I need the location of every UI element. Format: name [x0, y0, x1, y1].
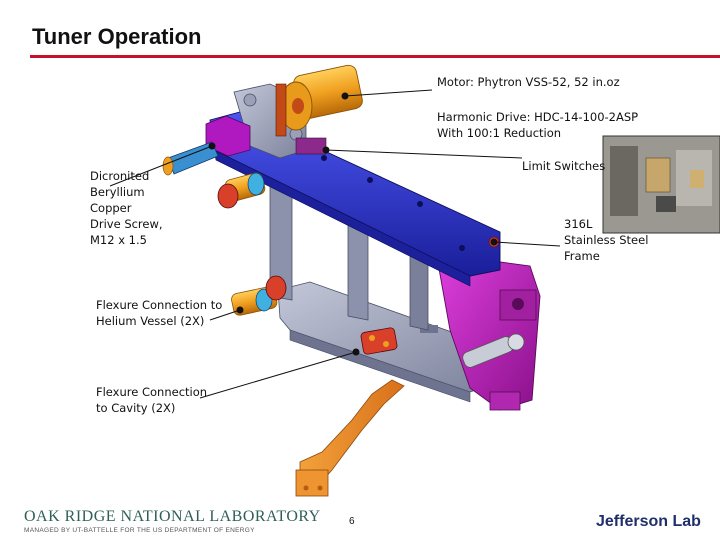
limit-switches-label: Limit Switches — [522, 159, 606, 173]
ornl-name: OAK RIDGE NATIONAL LABORATORY — [24, 508, 321, 525]
harmonic-drive-line-1: Harmonic Drive: HDC-14-100-2ASP — [437, 110, 639, 124]
motor — [275, 64, 363, 137]
leader-lines — [109, 89, 561, 399]
drive-screw-line: Dicronited — [90, 169, 150, 183]
cavity-flexure-label: Flexure Connection to Cavity (2X) — [96, 384, 207, 416]
gray-posts — [269, 179, 429, 331]
slide-title: Tuner Operation — [32, 24, 202, 49]
drive-screw-label: Dicronited Beryllium Copper Drive Screw,… — [90, 168, 163, 248]
upper-flexure-connector — [217, 172, 266, 209]
cavity-flexure-line: to Cavity (2X) — [96, 401, 176, 415]
cavity-flexure-line: Flexure Connection — [96, 385, 208, 399]
magenta-end-block — [435, 251, 541, 411]
frame-line: Frame — [564, 249, 600, 263]
motor-label: Motor: Phytron VSS-52, 52 in.oz — [437, 75, 620, 89]
helium-flexure-label: Flexure Connection to Helium Vessel (2X) — [96, 297, 222, 329]
drive-screw — [162, 141, 219, 176]
harmonic-drive-label: Harmonic Drive: HDC-14-100-2ASP With 100… — [437, 109, 638, 141]
frame-label: 316L Stainless Steel Frame — [564, 216, 648, 264]
limit-switch-photo — [602, 135, 720, 234]
end-piston — [462, 333, 525, 368]
cavity-flexure-strip — [295, 379, 405, 497]
page-number: 6 — [349, 516, 355, 527]
frame-line: Stainless Steel — [564, 233, 649, 247]
drive-screw-line: M12 x 1.5 — [90, 233, 147, 247]
cavity-flexure-clamp — [360, 327, 398, 355]
helium-flexure-line: Flexure Connection to — [96, 298, 223, 312]
ornl-logo: OAK RIDGE NATIONAL LABORATORY MANAGED BY… — [24, 508, 321, 534]
drive-screw-line: Beryllium — [90, 185, 145, 199]
harmonic-drive-line-2: With 100:1 Reduction — [437, 126, 562, 140]
frame-line: 316L — [564, 217, 593, 231]
drive-screw-line: Copper — [90, 201, 132, 215]
helium-flexure-line: Helium Vessel (2X) — [96, 314, 205, 328]
jefferson-lab-logo: Jefferson Lab — [596, 513, 701, 530]
drive-screw-line: Drive Screw, — [90, 217, 163, 231]
ornl-tagline: MANAGED BY UT-BATTELLE FOR THE US DEPART… — [24, 527, 255, 534]
title-rule — [30, 55, 720, 58]
beam-mounts — [205, 115, 327, 157]
